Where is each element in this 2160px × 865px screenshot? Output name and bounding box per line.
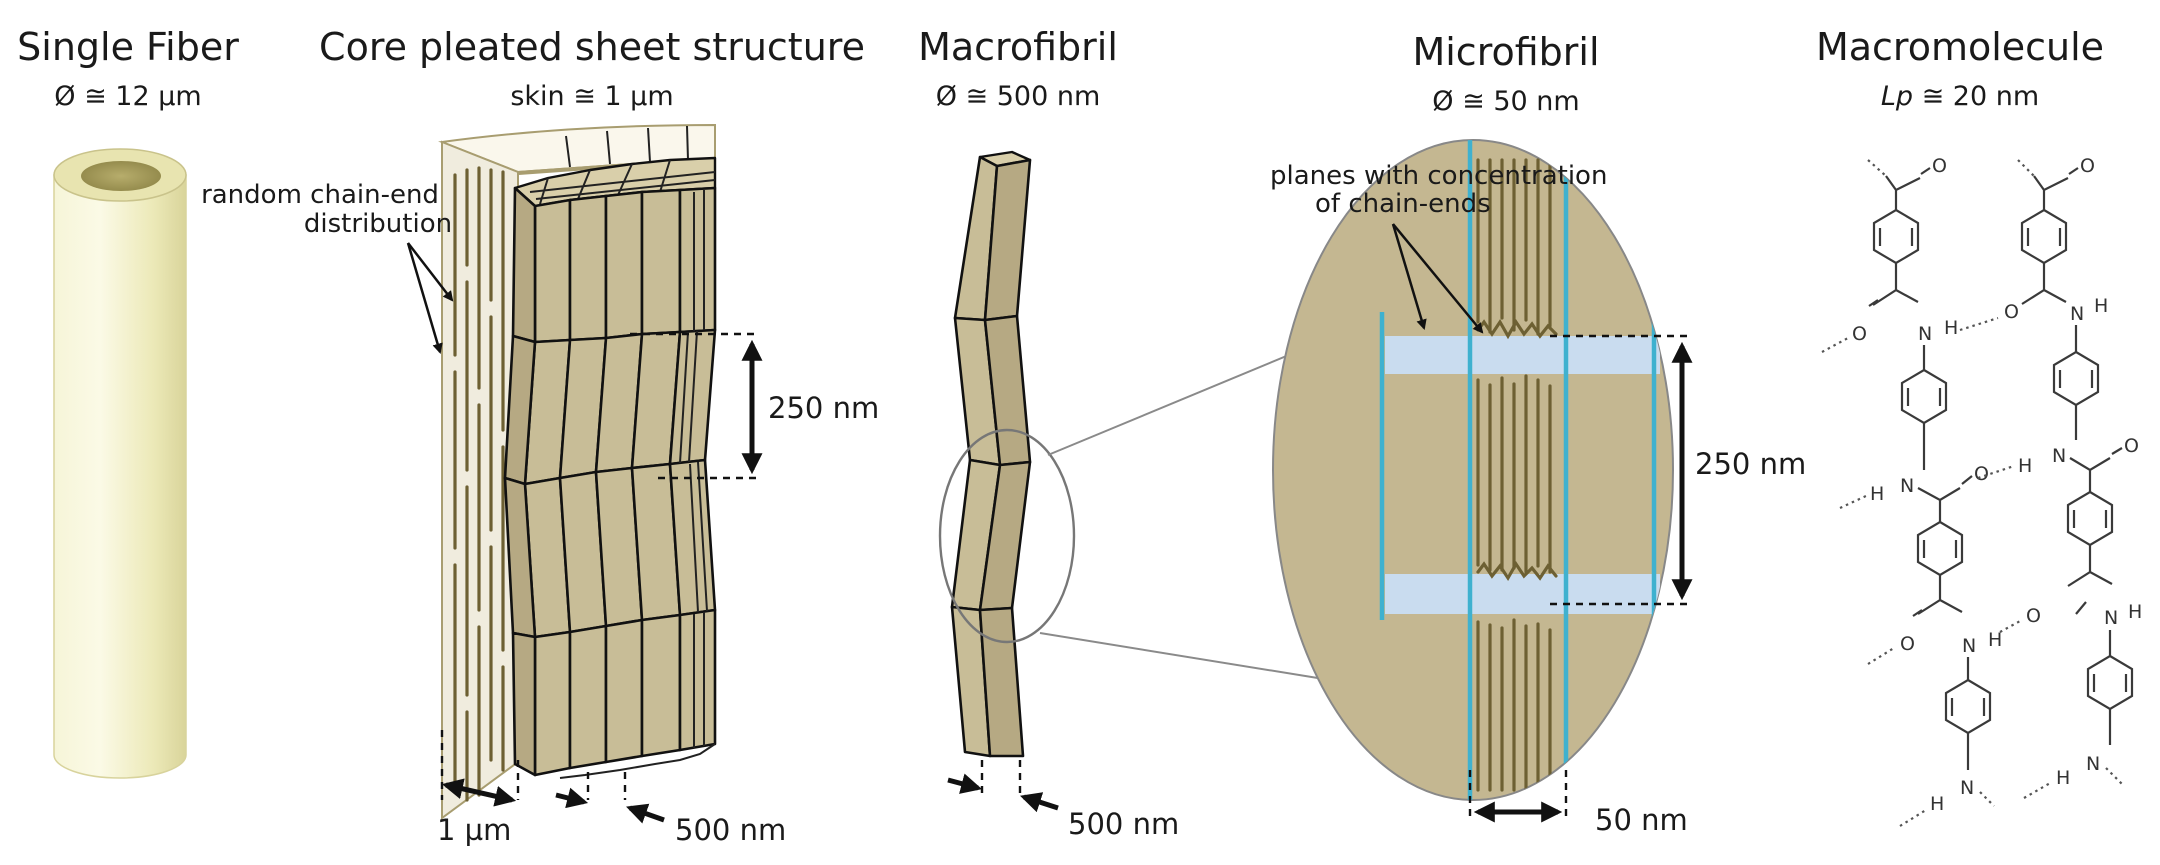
random-chain-end-label-line2: distribution [304, 209, 452, 239]
atom-O: O [2026, 605, 2041, 627]
micro-width-label: 50 nm [1595, 803, 1688, 837]
atom-H: H [2056, 767, 2070, 789]
microfibril-period-label: 250 nm [1695, 447, 1806, 481]
single-fiber-diameter: Ø ≅ 12 µm [54, 81, 201, 112]
skin-thickness-label: 1 µm [437, 813, 511, 847]
chain-end-pointer-1 [407, 242, 454, 302]
chain-end-pointer-2 [406, 242, 443, 355]
chain-end-planes-pointer-1 [1391, 223, 1427, 331]
persistence-length-symbol: Lp [1881, 81, 1913, 112]
pleat-period-label: 250 nm [768, 391, 879, 425]
single-fiber-panel: Single Fiber Ø ≅ 12 µm [17, 25, 239, 779]
pleat-column-3 [594, 190, 644, 764]
macrofibril-title: Macrofibril [918, 25, 1118, 69]
atom-H: H [1930, 793, 1944, 815]
macrofibril-diameter: Ø ≅ 500 nm [936, 81, 1101, 112]
single-fiber-title: Single Fiber [17, 25, 239, 69]
chain-end-planes-label-line2: of chain-ends [1315, 189, 1491, 219]
chain-end-plane-top [1385, 336, 1660, 374]
macro-width-label: 500 nm [1068, 807, 1179, 841]
sheet-width-arrow-left [555, 787, 589, 809]
chain-end-pattern-bottom [1476, 560, 1558, 582]
atom-H: H [1870, 483, 1884, 505]
atom-N: N [1918, 323, 1932, 345]
atom-O: O [1852, 323, 1867, 345]
zoom-region-ellipse [938, 428, 1076, 644]
chain-end-planes-pointer-2 [1392, 223, 1484, 334]
polymer-chain-left: O O N H N H O O N H [1821, 155, 2002, 827]
pleat-column-5 [559, 186, 717, 779]
macromolecule-panel: Macromolecule Lp ≅ 20 nm O O N H N H O [1816, 25, 2142, 827]
atom-O: O [2080, 155, 2095, 177]
microfibril-chains [1476, 158, 1552, 792]
atom-N: N [2086, 753, 2100, 775]
atom-N: N [2104, 607, 2118, 629]
persistence-length: Lp ≅ 20 nm [1881, 81, 2039, 112]
microfibril-title: Microfibril [1412, 30, 1599, 74]
random-chain-end-label-line1: random chain-end [201, 180, 439, 210]
atom-N: N [1960, 777, 1974, 799]
atom-O: O [2004, 301, 2019, 323]
macrofibril-rod [950, 150, 1032, 758]
chain-end-plane-bottom [1385, 574, 1660, 614]
microfibril-diameter: Ø ≅ 50 nm [1432, 86, 1579, 117]
macrofibril-panel: Macrofibril Ø ≅ 500 nm 500 nm [918, 25, 1411, 841]
microfibril-cross-section [1272, 139, 1674, 801]
atom-O: O [1932, 155, 1947, 177]
atom-N: N [2052, 445, 2066, 467]
polymer-chain-right: O O N H N H O O N H [1959, 155, 2142, 799]
atom-H: H [2128, 601, 2142, 623]
chain-end-planes-label-line1: planes with concentration [1270, 161, 1607, 191]
macromolecule-title: Macromolecule [1816, 25, 2104, 69]
microfibril-panel: Microfibril Ø ≅ 50 nm [1270, 30, 1806, 837]
microfibril-contents [1379, 140, 1660, 800]
macro-width-arrow-right [1020, 792, 1059, 813]
atom-N: N [1900, 475, 1914, 497]
atom-H: H [1988, 629, 2002, 651]
atom-H: H [1944, 317, 1958, 339]
macro-width-arrow-left [947, 773, 983, 794]
skin-layer [438, 123, 716, 820]
atom-O: O [2124, 435, 2139, 457]
skin-thickness-arrow [441, 778, 517, 807]
atom-N: N [1962, 635, 1976, 657]
atom-O: O [1900, 633, 1915, 655]
chain-end-pattern-top [1476, 318, 1558, 340]
atom-O: O [1974, 463, 1989, 485]
sheet-width-label: 500 nm [675, 813, 786, 847]
sheet-width-arrow-right [626, 803, 665, 824]
core-title: Core pleated sheet structure [319, 25, 865, 69]
atom-H: H [2094, 295, 2108, 317]
atom-H: H [2018, 455, 2032, 477]
core-pleated-sheet-panel: Core pleated sheet structure skin ≅ 1 µm [201, 25, 879, 847]
pleat-column-4 [630, 188, 682, 758]
atom-N: N [2070, 303, 2084, 325]
fiber-cylinder [53, 148, 187, 779]
core-skin-thickness: skin ≅ 1 µm [510, 81, 673, 112]
persistence-length-value: ≅ 20 nm [1913, 81, 2039, 112]
